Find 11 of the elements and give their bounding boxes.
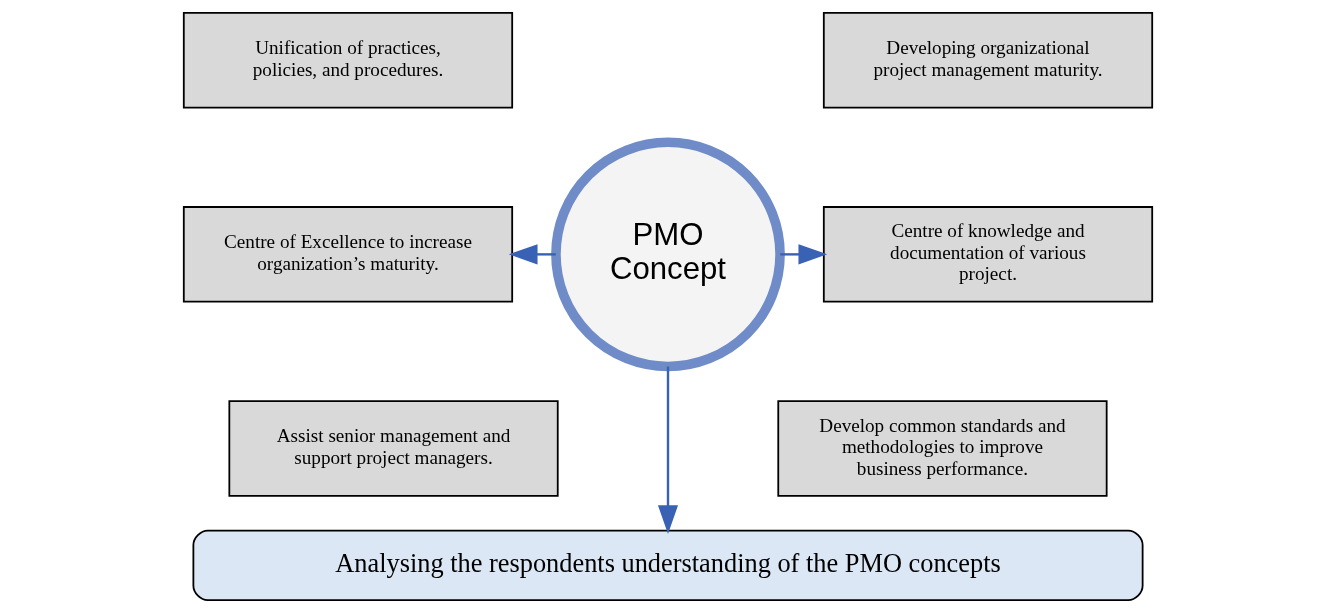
node-box: Analysing the respondents understanding of the PMO concepts [192,529,1143,602]
arrow [508,244,556,265]
node-box: Develop common standards and methodologies to improve business performance. [776,400,1108,497]
node-box: Centre of knowledge and documentation of various project. [822,206,1153,303]
node-box: Assist senior management and support project managers. [227,400,559,497]
node-box: Centre of Excellence to increase organization’s maturity. [182,206,513,303]
arrow [657,366,678,535]
node-circle: PMO Concept [550,137,785,372]
node-box: Unification of practices, policies, and procedures. [182,11,513,109]
arrow [779,244,827,265]
node-box: Developing organizational project management maturity. [822,11,1153,109]
